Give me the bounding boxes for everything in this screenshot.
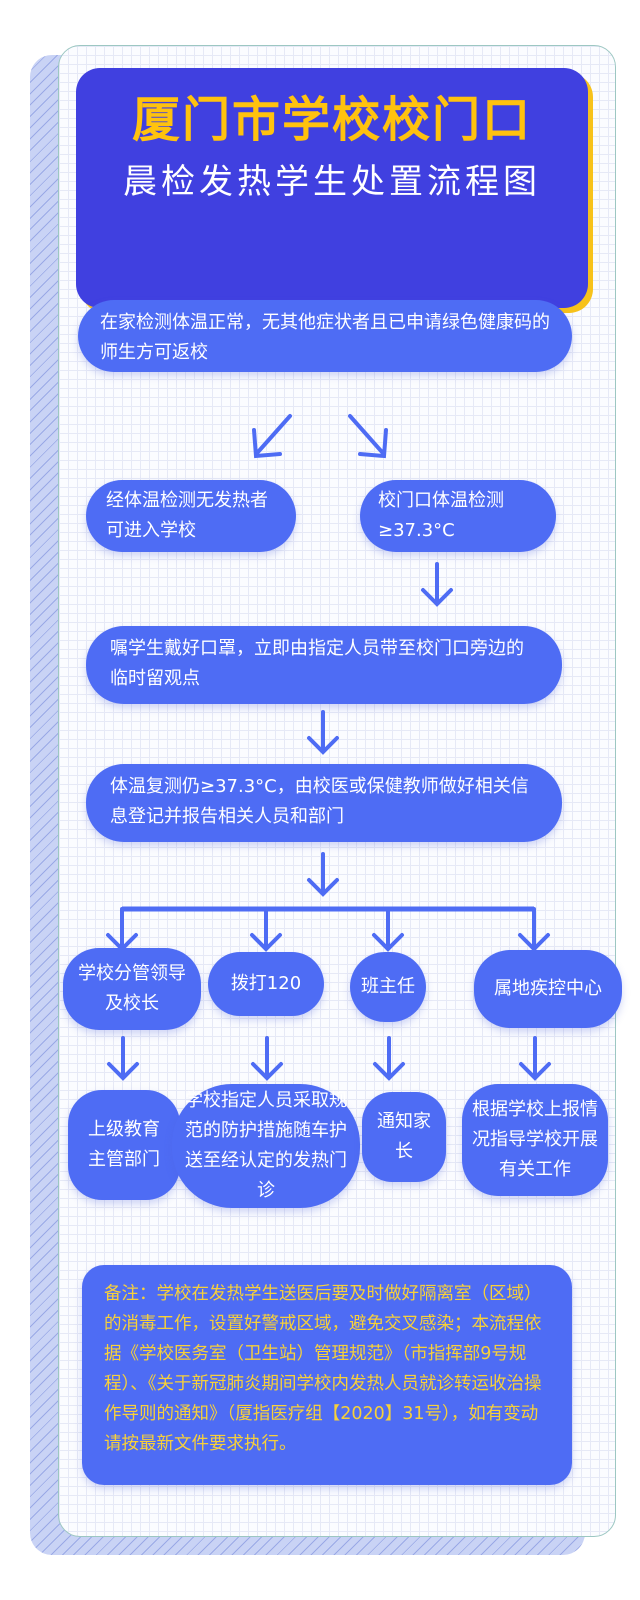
flow-step-text: 拨打120 bbox=[230, 973, 302, 994]
arrow-down-icon bbox=[518, 907, 550, 952]
title-banner: 厦门市学校校门口 晨检发热学生处置流程图 bbox=[76, 68, 588, 308]
flow-step-text: 经体温检测无发热者可进入学校 bbox=[106, 490, 268, 541]
arrow-down-icon bbox=[307, 852, 339, 897]
flow-step-text: 学校指定人员采取规范的防护措施随车护送至经认定的发热门诊 bbox=[185, 1090, 347, 1201]
arrow-down-icon bbox=[251, 1036, 283, 1081]
flow-step-text: 体温复测仍≥37.3°C，由校医或保健教师做好相关信息登记并报告相关人员和部门 bbox=[110, 776, 529, 827]
flow-step-text: 班主任 bbox=[361, 976, 415, 997]
outcome-education-bureau: 上级教育主管部门 bbox=[68, 1090, 180, 1200]
page-subtitle: 晨检发热学生处置流程图 bbox=[123, 162, 541, 202]
notify-school-leaders: 学校分管领导及校长 bbox=[63, 948, 201, 1030]
outcome-ambulance-escort: 学校指定人员采取规范的防护措施随车护送至经认定的发热门诊 bbox=[172, 1084, 360, 1208]
page-title: 厦门市学校校门口 bbox=[131, 92, 532, 148]
flow-step-text: 属地疾控中心 bbox=[494, 978, 602, 999]
notify-head-teacher: 班主任 bbox=[350, 952, 426, 1022]
footnote-text: 备注：学校在发热学生送医后要及时做好隔离室（区域）的消毒工作，设置好警戒区域，避… bbox=[104, 1284, 542, 1454]
flow-step-isolate: 嘱学生戴好口罩，立即由指定人员带至校门口旁边的临时留观点 bbox=[86, 626, 562, 704]
arrow-down-icon bbox=[519, 1036, 551, 1081]
flow-step-recheck: 体温复测仍≥37.3°C，由校医或保健教师做好相关信息登记并报告相关人员和部门 bbox=[86, 764, 562, 842]
arrow-down-icon bbox=[307, 710, 339, 755]
outcome-notify-parents: 通知家长 bbox=[362, 1092, 446, 1182]
arrow-down-left-icon bbox=[252, 414, 292, 459]
arrow-down-icon bbox=[421, 562, 453, 607]
outcome-cdc-guidance: 根据学校上报情况指导学校开展有关工作 bbox=[462, 1084, 608, 1196]
notify-cdc: 属地疾控中心 bbox=[474, 950, 622, 1028]
footnote-box: 备注：学校在发热学生送医后要及时做好隔离室（区域）的消毒工作，设置好警戒区域，避… bbox=[82, 1265, 572, 1485]
arrow-down-icon bbox=[372, 907, 404, 952]
notify-call-120: 拨打120 bbox=[208, 952, 324, 1016]
arrow-down-icon bbox=[106, 907, 138, 952]
flow-step-text: 通知家长 bbox=[377, 1111, 431, 1162]
flow-step-text: 嘱学生戴好口罩，立即由指定人员带至校门口旁边的临时留观点 bbox=[110, 638, 524, 689]
flow-step-text: 校门口体温检测≥37.3°C bbox=[378, 490, 504, 541]
flow-step-return-to-school: 在家检测体温正常，无其他症状者且已申请绿色健康码的师生方可返校 bbox=[78, 300, 572, 372]
arrow-down-icon bbox=[250, 907, 282, 952]
flow-branch-fever: 校门口体温检测≥37.3°C bbox=[360, 480, 556, 552]
flow-step-text: 在家检测体温正常，无其他症状者且已申请绿色健康码的师生方可返校 bbox=[100, 312, 550, 363]
arrow-down-right-icon bbox=[348, 414, 388, 459]
flow-branch-no-fever: 经体温检测无发热者可进入学校 bbox=[86, 480, 296, 552]
arrow-down-icon bbox=[373, 1036, 405, 1081]
arrow-down-icon bbox=[107, 1036, 139, 1081]
flow-step-text: 根据学校上报情况指导学校开展有关工作 bbox=[472, 1099, 598, 1180]
flow-step-text: 上级教育主管部门 bbox=[88, 1119, 160, 1170]
flow-step-text: 学校分管领导及校长 bbox=[78, 963, 186, 1014]
